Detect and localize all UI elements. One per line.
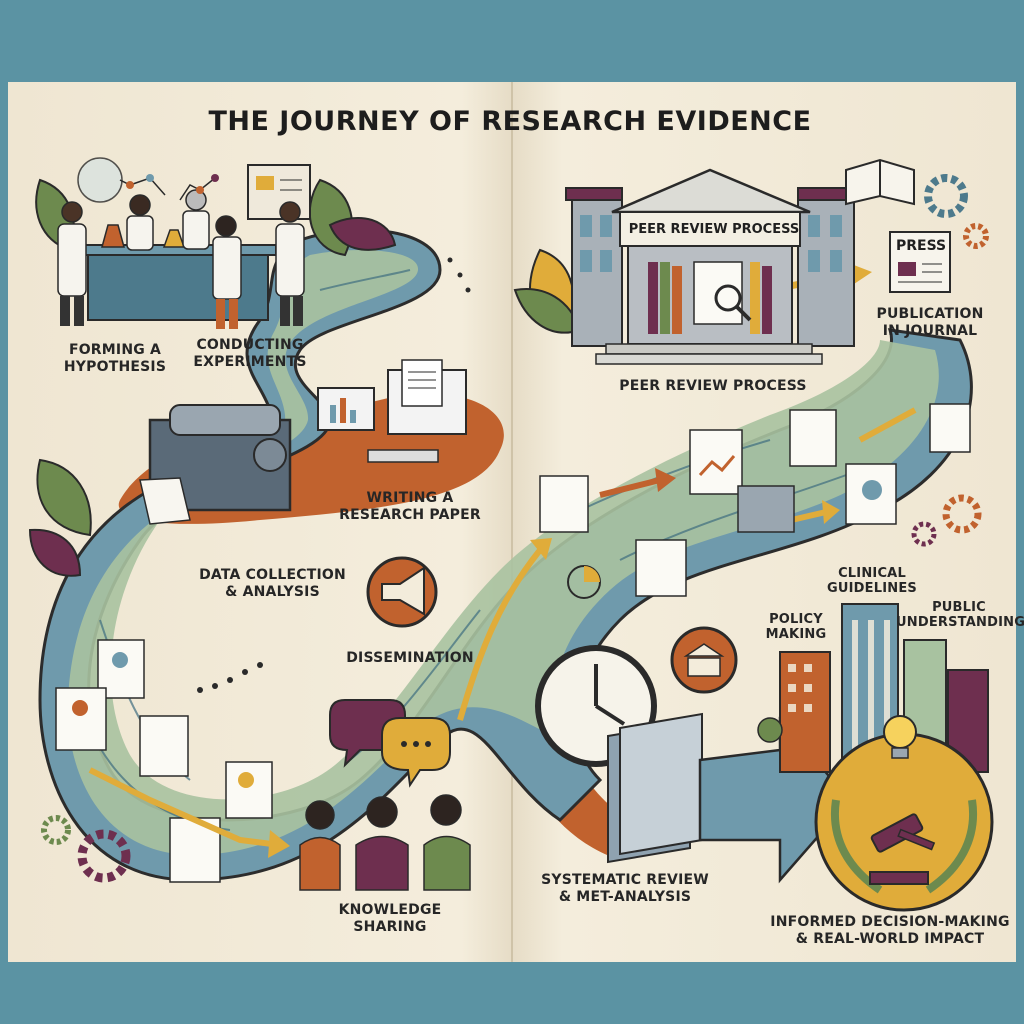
peer-review-building: [565, 168, 857, 365]
arrow-icon: [599, 477, 661, 498]
lab-scene: [57, 157, 311, 329]
leaf-icon: [328, 216, 397, 251]
page-title: THE JOURNEY OF RESEARCH EVIDENCE: [208, 106, 812, 137]
document-icon: [55, 687, 107, 751]
tree-icon: [757, 717, 783, 743]
megaphone-icon: [381, 566, 425, 616]
gear-icon: [942, 494, 982, 534]
label-forming-hypothesis: FORMING A HYPOTHESIS: [63, 342, 167, 375]
leaf-icon: [28, 528, 82, 577]
flask-icon: [101, 224, 125, 248]
speech-bubble-icon: [381, 717, 451, 788]
knowledge-sharing-scene: [299, 699, 471, 891]
lightbulb-icon: [883, 715, 917, 749]
label-systematic-review: SYSTEMATIC REVIEW & MET-ANALYSIS: [541, 872, 709, 905]
scattered-documents-right: [539, 403, 971, 597]
document-icon: [225, 761, 273, 819]
dotted-trails: [197, 257, 471, 693]
label-informed-decision-making: INFORMED DECISION-MAKING & REAL-WORLD IM…: [770, 914, 1010, 947]
scientist-figures: [57, 189, 305, 329]
crowd-figures: [299, 794, 471, 891]
building-steps: [605, 343, 813, 355]
arrow-icon: [858, 407, 917, 443]
gear-icon: [924, 174, 968, 218]
document-icon: [689, 429, 743, 495]
arrow-icon: [457, 548, 543, 721]
printing-press-scene: [139, 359, 467, 525]
impact-medallion: [814, 715, 994, 912]
molecule-icon: [119, 177, 216, 201]
document-icon: [789, 409, 837, 467]
document-icon: [539, 475, 589, 533]
bank-icon: [683, 643, 725, 677]
magnifier-icon: [714, 284, 742, 312]
keyboard-icon: [367, 449, 439, 463]
label-data-collection: DATA COLLECTION & ANALYSIS: [199, 567, 346, 600]
label-writing-research-paper: WRITING A RESEARCH PAPER: [339, 490, 481, 523]
book-spine: [648, 262, 658, 334]
peer-review-sign-text: PEER REVIEW PROCESS: [628, 222, 800, 237]
gears: [41, 174, 989, 883]
label-publication-in-journal: PUBLICATION IN JOURNAL: [876, 306, 984, 339]
document-icon: [139, 715, 189, 777]
gear-icon: [77, 829, 131, 883]
foliage: [28, 178, 582, 577]
building-sign: [619, 211, 801, 247]
label-public-understanding: PUBLIC UNDERSTANDING: [896, 600, 1024, 631]
gear-icon: [41, 815, 71, 845]
leaf-icon: [36, 458, 92, 537]
label-conducting-experiments: CONDUCTING EXPERIMENTS: [193, 337, 307, 370]
label-clinical-guidelines: CLINICAL GUIDELINES: [827, 566, 917, 597]
document-icon: [401, 359, 443, 407]
document-icon: [635, 539, 687, 597]
publication-icons: [845, 158, 951, 293]
lightbulb-icon: [77, 157, 123, 203]
label-peer-review-process: PEER REVIEW PROCESS: [619, 378, 807, 394]
windows: [580, 215, 842, 272]
gear-icon: [911, 521, 937, 547]
lab-poster: [247, 164, 311, 220]
building-wing: [571, 199, 623, 347]
gear-icon: [963, 223, 989, 249]
gavel-icon: [870, 813, 924, 853]
building-wing: [797, 199, 855, 347]
document-icon: [929, 403, 971, 453]
paper-sheet-icon: [139, 477, 191, 525]
press-label: PRESS: [896, 238, 947, 254]
river-stream: [67, 250, 939, 856]
label-dissemination: DISSEMINATION: [346, 650, 474, 666]
folder-icon: [737, 485, 795, 533]
label-policy-making: POLICY MAKING: [765, 612, 827, 643]
label-knowledge-sharing: KNOWLEDGE SHARING: [338, 902, 442, 935]
dissemination-badge: [366, 556, 438, 628]
arrow-icon: [88, 767, 281, 848]
